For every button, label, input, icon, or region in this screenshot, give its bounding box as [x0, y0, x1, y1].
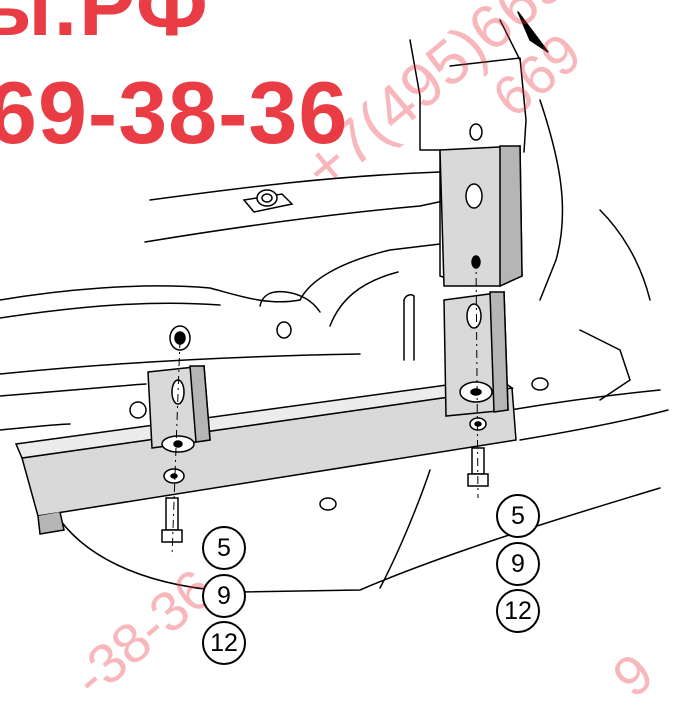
bumper-right-2	[519, 409, 669, 441]
assembly-illustration	[0, 11, 669, 593]
bumper-line-1	[0, 423, 71, 431]
left-bolt	[165, 497, 179, 531]
body-panel-upper	[144, 199, 449, 243]
callout-right-5: 5	[496, 494, 540, 538]
body-hole	[276, 321, 292, 339]
frame-rail-right-2	[449, 57, 527, 153]
flag	[517, 11, 549, 53]
bumper-right	[509, 389, 661, 411]
frame-rail-right-5	[599, 209, 651, 301]
left-washer	[129, 401, 147, 419]
bumper-curve	[379, 469, 431, 589]
left-alignment-line	[171, 339, 181, 557]
body-edge-left	[0, 285, 301, 303]
bumper-lower	[59, 487, 661, 593]
hose	[403, 295, 415, 361]
inner-panel-2	[329, 271, 399, 327]
bumper-clip	[319, 497, 337, 511]
left-bracket-slot	[171, 379, 185, 405]
callout-right-12: 12	[496, 589, 540, 633]
body-contour	[259, 290, 321, 313]
lower-sweep-2	[0, 383, 147, 397]
hose-cap	[403, 294, 415, 301]
watermark-line1: ы.РФ	[0, 0, 210, 53]
plate-hole	[465, 183, 483, 209]
frame-rail-right-4	[539, 99, 564, 301]
callout-left-12: 12	[202, 621, 246, 665]
callout-left-9: 9	[202, 574, 246, 618]
body-panel-top-line	[149, 171, 441, 201]
body-edge-left-2	[0, 302, 221, 319]
callout-right-9: 9	[496, 542, 540, 586]
callout-left-5: 5	[202, 526, 246, 570]
frame-rail-right-3	[499, 19, 521, 61]
crossbar-end	[37, 511, 65, 535]
frame-brace	[579, 329, 631, 401]
vertical-plate-side	[499, 145, 523, 288]
watermark-phone: 69-38-36	[0, 63, 349, 162]
right-hole	[531, 377, 549, 391]
right-bracket-slot	[466, 303, 482, 329]
bracket-drawing	[0, 11, 669, 593]
inner-panel	[299, 243, 441, 301]
crossbar-front	[21, 387, 517, 517]
lower-sweep-1	[0, 353, 361, 375]
right-alignment-line	[475, 259, 479, 499]
top-nut	[469, 123, 483, 141]
